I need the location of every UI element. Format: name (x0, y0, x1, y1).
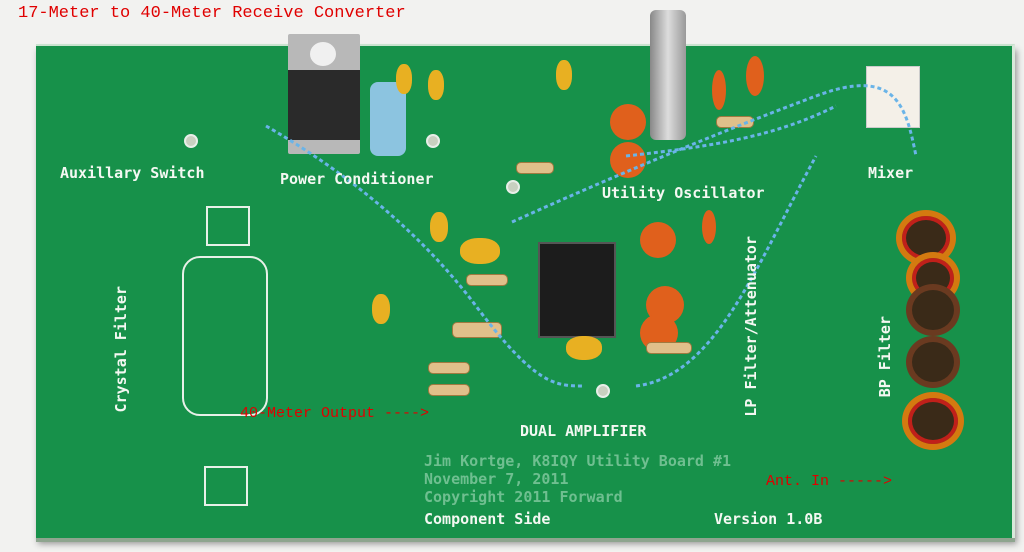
version-label: Version 1.0B (714, 510, 823, 528)
twisted-wires (265, 84, 918, 388)
label-auxillary-switch: Auxillary Switch (60, 164, 205, 182)
ceramic-capacitor (610, 104, 646, 140)
pcb-board: Auxillary Switch Power Conditioner Utili… (36, 10, 1015, 538)
label-bp-filter: BP Filter (876, 316, 894, 398)
regulator-mounting-hole (310, 42, 336, 66)
ceramic-capacitor (640, 222, 676, 258)
label-mixer: Mixer (868, 164, 914, 182)
capacitor (430, 212, 448, 242)
annotation-antenna-in: Ant. In -----> (766, 473, 893, 490)
capacitor (428, 70, 444, 100)
component-side-label: Component Side (424, 510, 551, 528)
resistor (516, 162, 554, 174)
label-dual-amplifier: DUAL AMPLIFIER (520, 422, 647, 440)
toroid-coil (906, 284, 960, 336)
component-footprint (204, 466, 248, 506)
solder-pad (596, 384, 610, 398)
capacitor (372, 294, 390, 324)
capacitor (566, 336, 602, 360)
toroid-coil (906, 336, 960, 388)
wire (625, 104, 837, 158)
credit-line-3: Copyright 2011 Forward (424, 488, 623, 506)
wire (265, 124, 585, 388)
toroid-coil (902, 392, 964, 450)
solder-pad (184, 134, 198, 148)
label-utility-oscillator: Utility Oscillator (602, 184, 765, 202)
wire (635, 155, 818, 388)
capacitor (396, 64, 412, 94)
label-power-conditioner: Power Conditioner (280, 170, 434, 188)
capacitor (460, 238, 500, 264)
electrolytic-capacitor (370, 82, 406, 156)
resistor (452, 322, 502, 338)
credit-line-2: November 7, 2011 (424, 470, 569, 488)
credit-line-1: Jim Kortge, K8IQY Utility Board #1 (424, 452, 732, 470)
resistor (466, 274, 508, 286)
ceramic-capacitor (702, 210, 716, 244)
resistor (428, 384, 470, 396)
regulator-body (288, 70, 360, 140)
label-crystal-filter: Crystal Filter (112, 286, 130, 413)
ceramic-capacitor (746, 56, 764, 96)
image-title: 17-Meter to 40-Meter Receive Converter (18, 4, 406, 23)
crystal-oscillator (650, 10, 686, 140)
annotation-40m-output: 40-Meter Output ----> (240, 405, 430, 422)
resistor (428, 362, 470, 374)
ceramic-capacitor (712, 70, 726, 110)
resistor (646, 342, 692, 354)
voltage-regulator (288, 34, 360, 154)
mixer-module (866, 66, 920, 128)
solder-pad (426, 134, 440, 148)
wire (511, 84, 918, 224)
solder-pad (506, 180, 520, 194)
label-lp-filter: LP Filter/Attenuator (742, 236, 760, 417)
component-footprint (206, 206, 250, 246)
crystal-filter-outline (182, 256, 268, 416)
capacitor (556, 60, 572, 90)
